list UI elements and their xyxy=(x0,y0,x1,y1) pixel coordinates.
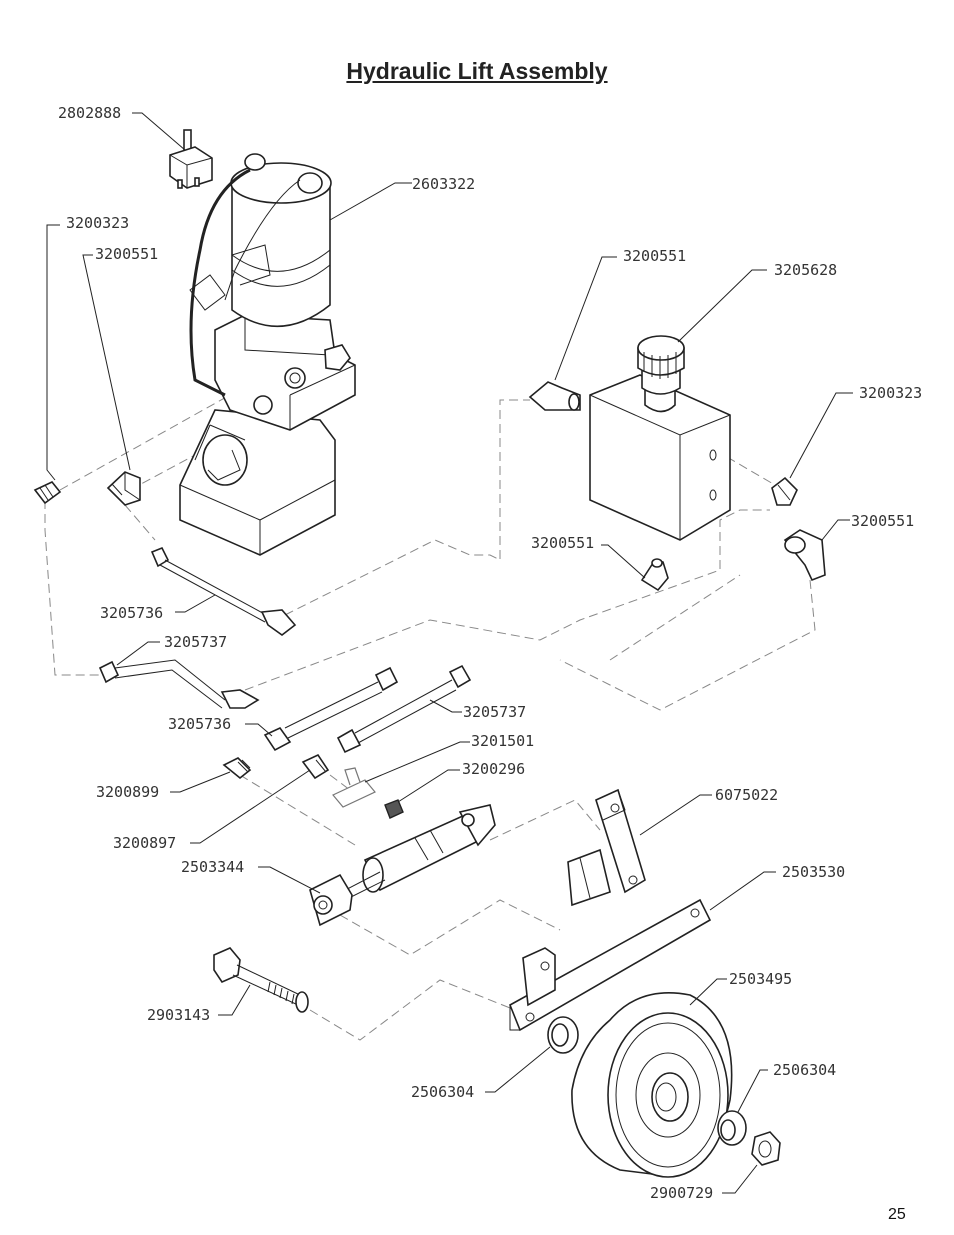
plug-3200296 xyxy=(384,799,404,819)
label-2506304-right: 2506304 xyxy=(773,1061,836,1079)
hose-3205736-upper xyxy=(150,546,297,636)
mount-bracket xyxy=(567,788,646,907)
elbow-3200551-left xyxy=(106,471,141,506)
label-3205737-bent: 3205737 xyxy=(164,633,227,651)
label-2503530: 2503530 xyxy=(782,863,845,881)
hose-3205736-lower xyxy=(263,666,399,752)
label-3200897: 3200897 xyxy=(113,834,176,852)
hydraulic-power-unit xyxy=(179,153,356,556)
axle-bar xyxy=(508,898,712,1032)
hydraulic-cylinder xyxy=(309,804,496,927)
label-3200323-right: 3200323 xyxy=(859,384,922,402)
fitting-3200323-right xyxy=(771,476,798,506)
label-2506304-left: 2506304 xyxy=(411,1083,474,1101)
elbow-3200551-right xyxy=(783,529,826,582)
part-labels: 2802888 2603322 3200323 3200551 3200551 … xyxy=(58,104,922,1202)
label-2802888: 2802888 xyxy=(58,104,121,122)
label-3205736-upper: 3205736 xyxy=(100,604,163,622)
tee-3201501 xyxy=(332,767,376,808)
label-3205737-straight: 3205737 xyxy=(463,703,526,721)
label-3205736-lower: 3205736 xyxy=(168,715,231,733)
label-3200551-valve-bottom: 3200551 xyxy=(531,534,594,552)
label-6075022: 6075022 xyxy=(715,786,778,804)
label-2903143: 2903143 xyxy=(147,1006,210,1024)
label-3200551-valve-top: 3200551 xyxy=(623,247,686,265)
leader-lines xyxy=(46,112,853,1194)
elbow-3200551-valve-bottom xyxy=(640,558,669,592)
label-3200296: 3200296 xyxy=(462,760,525,778)
label-3200551-left: 3200551 xyxy=(95,245,158,263)
spacer-right xyxy=(717,1110,747,1146)
label-3200323-left: 3200323 xyxy=(66,214,129,232)
elbow-3200899 xyxy=(222,757,252,780)
spacer-left xyxy=(547,1016,579,1054)
label-3205628: 3205628 xyxy=(774,261,837,279)
label-3200551-right: 3200551 xyxy=(851,512,914,530)
label-2900729: 2900729 xyxy=(650,1184,713,1202)
hex-nut xyxy=(751,1131,781,1166)
valve-block xyxy=(589,374,731,541)
page-number: 25 xyxy=(888,1206,906,1223)
label-2503344: 2503344 xyxy=(181,858,244,876)
page-title: Hydraulic Lift Assembly xyxy=(346,58,608,84)
tube-3205737-straight xyxy=(336,664,472,754)
label-2503495: 2503495 xyxy=(729,970,792,988)
label-3200899: 3200899 xyxy=(96,783,159,801)
valve-knob xyxy=(637,335,685,413)
label-2603322: 2603322 xyxy=(412,175,475,193)
fitting-3200323-left xyxy=(33,481,62,505)
elbow-3200551-valve-top xyxy=(528,381,581,411)
pump-switch xyxy=(169,129,213,189)
tube-3205737-bent xyxy=(98,659,260,709)
wheel xyxy=(571,992,733,1178)
label-3201501: 3201501 xyxy=(471,732,534,750)
assembly-guide-lines xyxy=(44,394,816,1131)
elbow-3200897 xyxy=(301,753,330,780)
bolt xyxy=(213,947,309,1013)
